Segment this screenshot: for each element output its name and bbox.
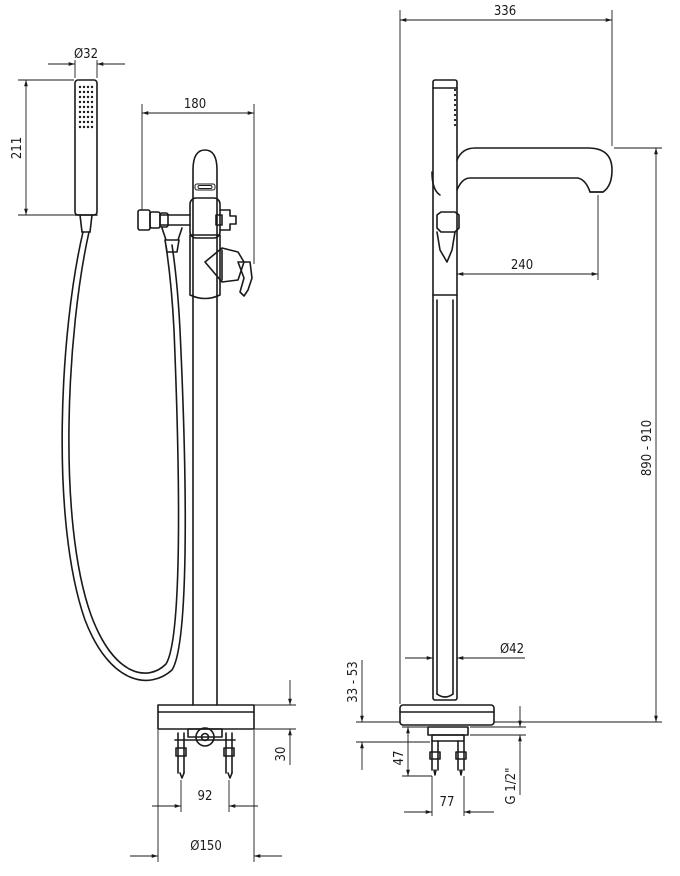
front-base <box>157 704 255 779</box>
dim-front-width: 180 <box>141 97 255 264</box>
hand-shower <box>74 79 98 233</box>
dim-side-leg-spacing: 77 <box>404 776 494 816</box>
dim-base-diameter: Ø150 <box>130 730 282 862</box>
side-base <box>399 704 495 776</box>
shower-hose <box>61 231 187 682</box>
dim-front-leg-height: 30 <box>240 680 296 765</box>
dim-handshower-diameter: Ø32 <box>48 47 125 78</box>
dim-handshower-length: 211 <box>10 79 74 216</box>
side-column <box>431 79 460 701</box>
front-column <box>137 149 253 706</box>
label-handshower-length: 211 <box>10 137 25 159</box>
label-handshower-diameter: Ø32 <box>74 47 98 62</box>
label-front-width: 180 <box>184 97 206 112</box>
dim-side-leg-height: 47 <box>392 726 432 777</box>
label-base-diameter: Ø150 <box>190 839 222 854</box>
front-view: Ø32 211 180 30 92 <box>10 47 296 862</box>
dim-height-range: 890 - 910 <box>494 147 662 723</box>
side-spout <box>456 147 613 193</box>
label-front-leg-height: 30 <box>274 747 289 762</box>
label-side-leg-spacing: 77 <box>440 795 455 810</box>
label-column-diameter: Ø42 <box>500 642 524 657</box>
dim-leg-spacing: 92 <box>152 780 258 812</box>
dim-thread: G 1/2" <box>470 706 526 804</box>
side-view: 336 240 890 - 910 Ø42 33 - 53 <box>346 4 662 816</box>
label-overall-width: 336 <box>494 4 516 19</box>
label-thread: G 1/2" <box>504 768 519 805</box>
dim-base-height: 33 - 53 <box>346 660 430 770</box>
label-base-height: 33 - 53 <box>346 661 361 702</box>
label-leg-spacing: 92 <box>198 789 213 804</box>
label-spout-reach: 240 <box>511 258 533 273</box>
label-side-leg-height: 47 <box>392 751 407 766</box>
dim-overall-width: 336 <box>399 4 613 704</box>
dim-column-diameter: Ø42 <box>405 642 525 660</box>
dim-spout-reach: 240 <box>457 195 599 280</box>
label-height-range: 890 - 910 <box>640 420 655 476</box>
